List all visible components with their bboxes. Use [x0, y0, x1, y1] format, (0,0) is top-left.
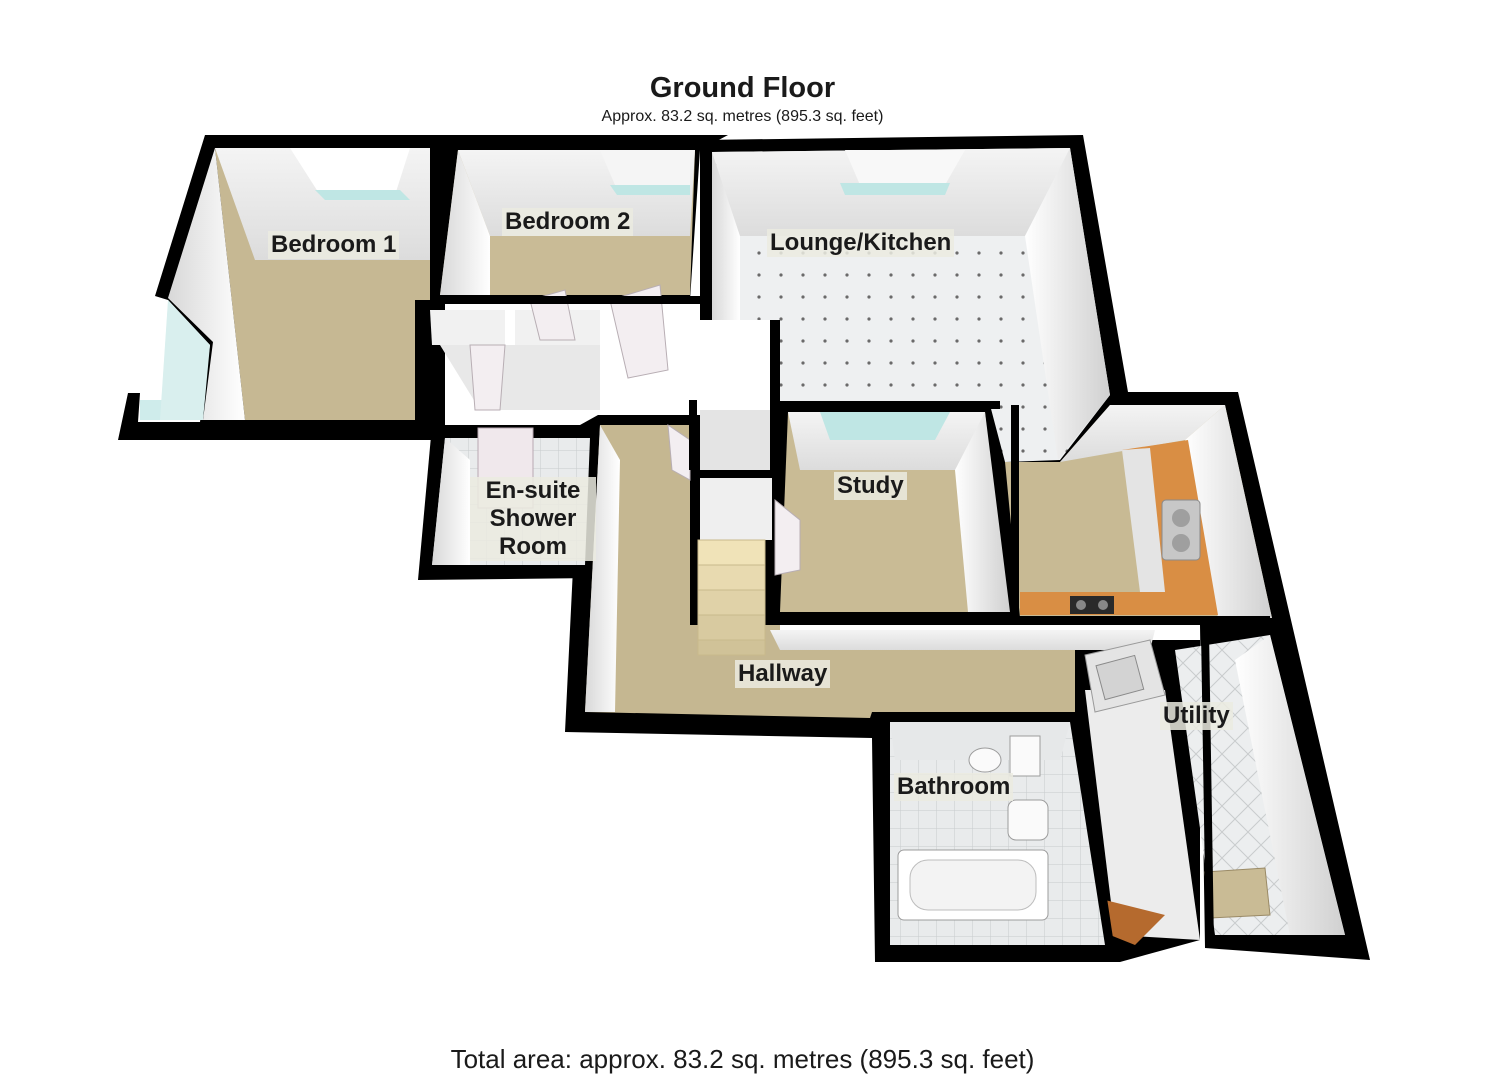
room-label-bedroom-1: Bedroom 1 — [268, 231, 400, 259]
bathroom-area — [890, 722, 1105, 945]
utility-area — [1084, 635, 1345, 945]
room-label-ensuite-line-3: Room — [499, 533, 567, 560]
room-label-bathroom: Bathroom — [894, 773, 1014, 801]
toilet-icon — [968, 735, 1041, 777]
room-label-hallway: Hallway — [735, 660, 831, 688]
kitchen-worktop — [1020, 440, 1218, 615]
basin-icon — [1007, 799, 1049, 841]
bath-icon — [897, 849, 1049, 921]
room-label-ensuite-line-1: En-suite — [485, 477, 581, 504]
lounge-kitchen-area — [712, 148, 1272, 618]
front-door — [1105, 900, 1165, 945]
sink-icon — [1161, 499, 1201, 561]
stairs — [697, 539, 766, 656]
room-label-ensuite: En-suite Shower Room — [470, 477, 596, 561]
room-label-study: Study — [834, 472, 907, 500]
room-label-bedroom-2: Bedroom 2 — [502, 208, 634, 236]
bedroom-1-area — [140, 148, 430, 420]
room-label-utility: Utility — [1160, 702, 1233, 730]
total-area-caption: Total area: approx. 83.2 sq. metres (895… — [450, 1044, 1035, 1074]
cupboards — [430, 284, 669, 411]
hob-icon — [1070, 596, 1114, 614]
study-area — [780, 412, 1010, 612]
page-title: Ground Floor — [649, 72, 836, 104]
room-label-ensuite-line-2: Shower — [489, 505, 577, 532]
room-label-lounge-kitchen: Lounge/Kitchen — [767, 229, 955, 257]
interior-walls — [430, 296, 1270, 946]
page-subtitle: Approx. 83.2 sq. metres (895.3 sq. feet) — [601, 108, 884, 125]
hallway-area — [585, 410, 1155, 718]
